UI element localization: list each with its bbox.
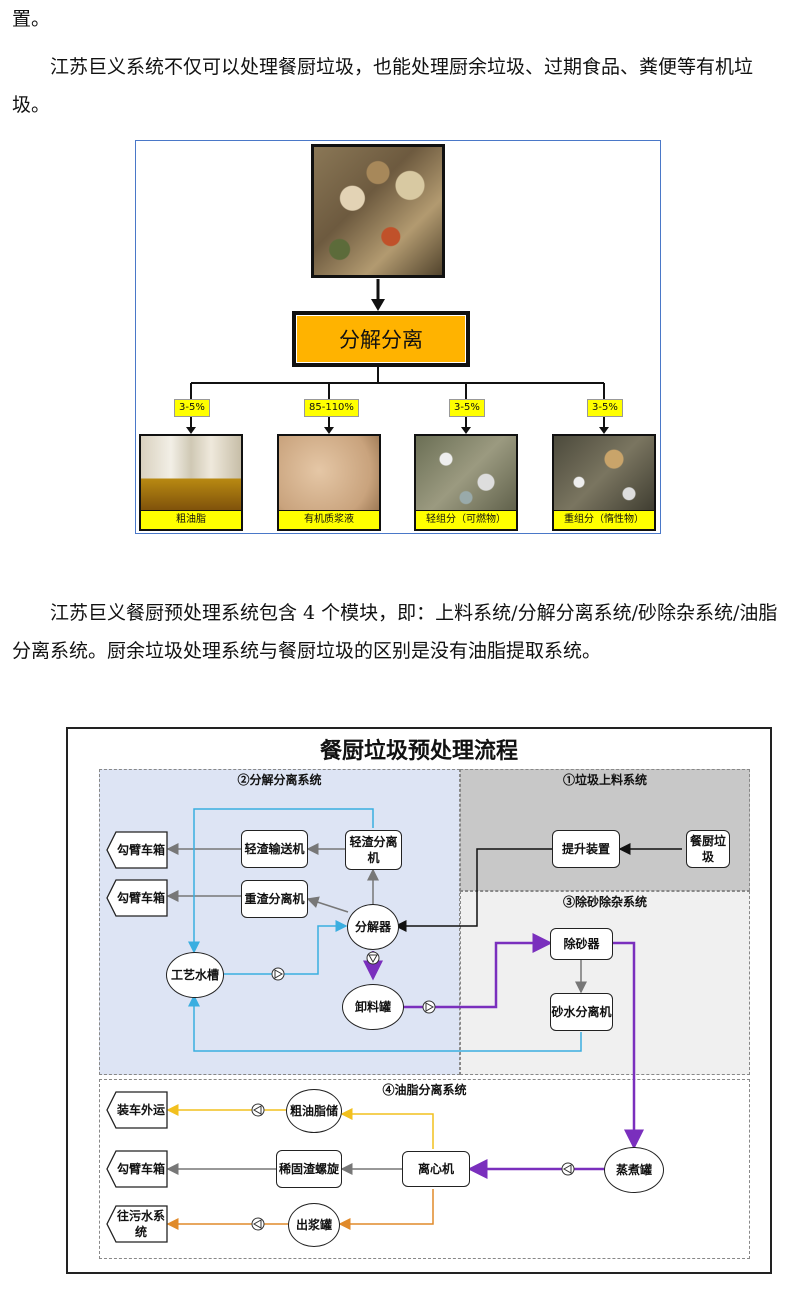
slurry-photo [279,436,379,513]
percent-label-light: 3-5% [449,399,485,417]
node-decomposer: 分解器 [347,904,399,950]
food-waste-photo [311,144,445,278]
node-hook-bin-2: 勾臂车箱 [106,879,168,917]
node-truck-out: 装车外运 [106,1091,168,1129]
crude-oil-photo [141,436,241,513]
product-caption: 粗油脂 [141,510,241,529]
product-light-fraction: 轻组分（可燃物） [414,434,518,531]
zone-title: ②分解分离系统 [237,773,322,787]
zone-desanding: ③除砂除杂系统 [460,891,750,1075]
percent-label-slurry: 85-110% [304,399,359,417]
node-label: 勾臂车箱 [116,891,165,905]
pump-icon [561,1162,575,1176]
node-label: 勾臂车箱 [116,1162,165,1176]
product-heavy-fraction: 重组分（惰性物） [552,434,656,531]
zone-title: ③除砂除杂系统 [562,895,647,909]
node-label: 往污水系统 [116,1209,165,1239]
node-label: 勾臂车箱 [116,843,165,857]
node-solid-screw: 稀固渣螺旋 [276,1150,342,1188]
zone-title: ④油脂分离系统 [382,1083,467,1097]
node-cooking-tank: 蒸煮罐 [604,1147,664,1193]
node-desander: 除砂器 [550,928,613,960]
node-unloading-tank: 卸料罐 [342,984,404,1030]
product-caption: 有机质浆液 [279,510,379,529]
decomposition-label: 分解分离 [296,315,466,363]
decomposition-figure: 分解分离 3-5% 85-110% 3-5% 3-5% 粗油脂 有机质浆液 轻组… [135,140,661,534]
node-hook-bin-1: 勾臂车箱 [106,831,168,869]
node-lifting-device: 提升装置 [552,830,620,868]
zone-title: ①垃圾上料系统 [562,773,647,787]
node-slurry-tank: 出浆罐 [288,1203,340,1247]
decomposition-box: 分解分离 [292,311,470,367]
percent-label-oil: 3-5% [174,399,210,417]
pump-icon [422,1000,436,1014]
node-centrifuge: 离心机 [402,1151,470,1187]
process-flow-figure: 餐厨垃圾预处理流程 ②分解分离系统 ①垃圾上料系统 ③除砂除杂系统 ④油脂分离系… [66,727,772,1274]
pump-icon [251,1217,265,1231]
node-process-water-tank: 工艺水槽 [166,952,224,998]
percent-label-heavy: 3-5% [587,399,623,417]
pump-icon [366,951,380,965]
product-crude-oil: 粗油脂 [139,434,243,531]
paragraph-2: 江苏巨义餐厨预处理系统包含 4 个模块，即：上料系统/分解分离系统/砂除杂系统/… [12,602,778,662]
node-crude-oil-storage: 粗油脂储 [286,1089,342,1133]
node-hook-bin-3: 勾臂车箱 [106,1150,168,1188]
node-heavy-separator: 重渣分离机 [241,880,308,918]
node-kitchen-waste: 餐厨垃圾 [686,830,730,868]
product-organic-slurry: 有机质浆液 [277,434,381,531]
product-caption: 重组分（惰性物） [554,510,654,529]
flow-lines [166,808,682,1231]
node-sand-water-separator: 砂水分离机 [550,993,613,1031]
pump-icon [251,1103,265,1117]
pump-icon [271,967,285,981]
process-flow-title: 餐厨垃圾预处理流程 [319,739,518,764]
node-light-conveyor: 轻渣输送机 [241,830,308,868]
light-fraction-photo [416,436,516,513]
text-line-0: 置。 [12,8,51,30]
node-label: 装车外运 [116,1103,165,1117]
product-caption: 轻组分（可燃物） [416,510,516,529]
node-to-sewage: 往污水系统 [106,1205,168,1243]
heavy-fraction-photo [554,436,654,513]
paragraph-1: 江苏巨义系统不仅可以处理餐厨垃圾，也能处理厨余垃圾、过期食品、粪便等有机垃圾。 [12,56,754,116]
node-light-separator: 轻渣分离机 [345,830,402,870]
